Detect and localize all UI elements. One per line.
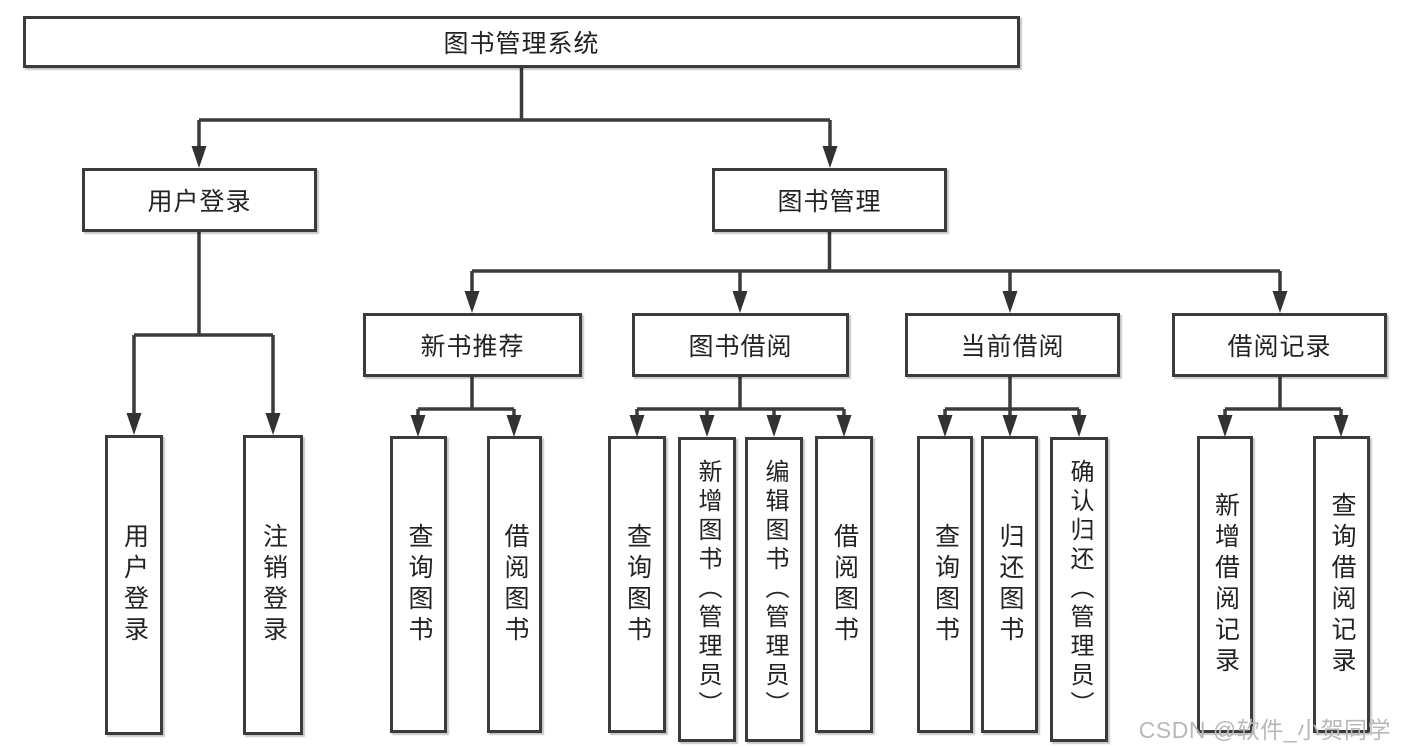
leaf-user-login: 用户登录 xyxy=(105,435,163,735)
leaf-query-books-borrow: 查询图书 xyxy=(608,436,666,733)
node-root-system: 图书管理系统 xyxy=(23,16,1020,68)
connector-user-login-to-children xyxy=(126,232,281,435)
connector-current-borrow-to-children xyxy=(937,377,1087,437)
node-book-borrow: 图书借阅 xyxy=(632,313,849,377)
leaf-query-borrow-record: 查询借阅记录 xyxy=(1313,436,1370,733)
node-user-login: 用户登录 xyxy=(82,168,317,232)
connector-root-to-level2 xyxy=(191,68,838,168)
csdn-watermark: CSDN @软件_小贺同学 xyxy=(1138,717,1391,743)
leaf-add-borrow-record: 新增借阅记录 xyxy=(1197,436,1253,733)
node-new-book-recommend: 新书推荐 xyxy=(363,313,582,377)
node-borrow-records: 借阅记录 xyxy=(1172,313,1387,377)
leaf-logout: 注销登录 xyxy=(243,435,303,735)
connector-book-borrow-to-children xyxy=(629,377,852,437)
node-book-management: 图书管理 xyxy=(712,168,947,232)
leaf-return-book: 归还图书 xyxy=(981,436,1038,733)
node-current-borrow: 当前借阅 xyxy=(905,313,1120,377)
leaf-query-books-recommend: 查询图书 xyxy=(390,436,447,733)
connector-borrow-record-to-children xyxy=(1217,377,1349,437)
leaf-edit-book-admin: 编辑图书（管理员） xyxy=(745,437,803,742)
leaf-borrow-books-recommend: 借阅图书 xyxy=(487,436,542,733)
leaf-confirm-return-admin: 确认归还（管理员） xyxy=(1050,437,1108,742)
connector-book-management-to-level3 xyxy=(464,232,1288,313)
leaf-query-books-current: 查询图书 xyxy=(917,436,973,733)
connector-new-book-to-children xyxy=(410,377,522,437)
leaf-borrow-books: 借阅图书 xyxy=(815,436,873,733)
leaf-add-book-admin: 新增图书（管理员） xyxy=(678,437,736,742)
